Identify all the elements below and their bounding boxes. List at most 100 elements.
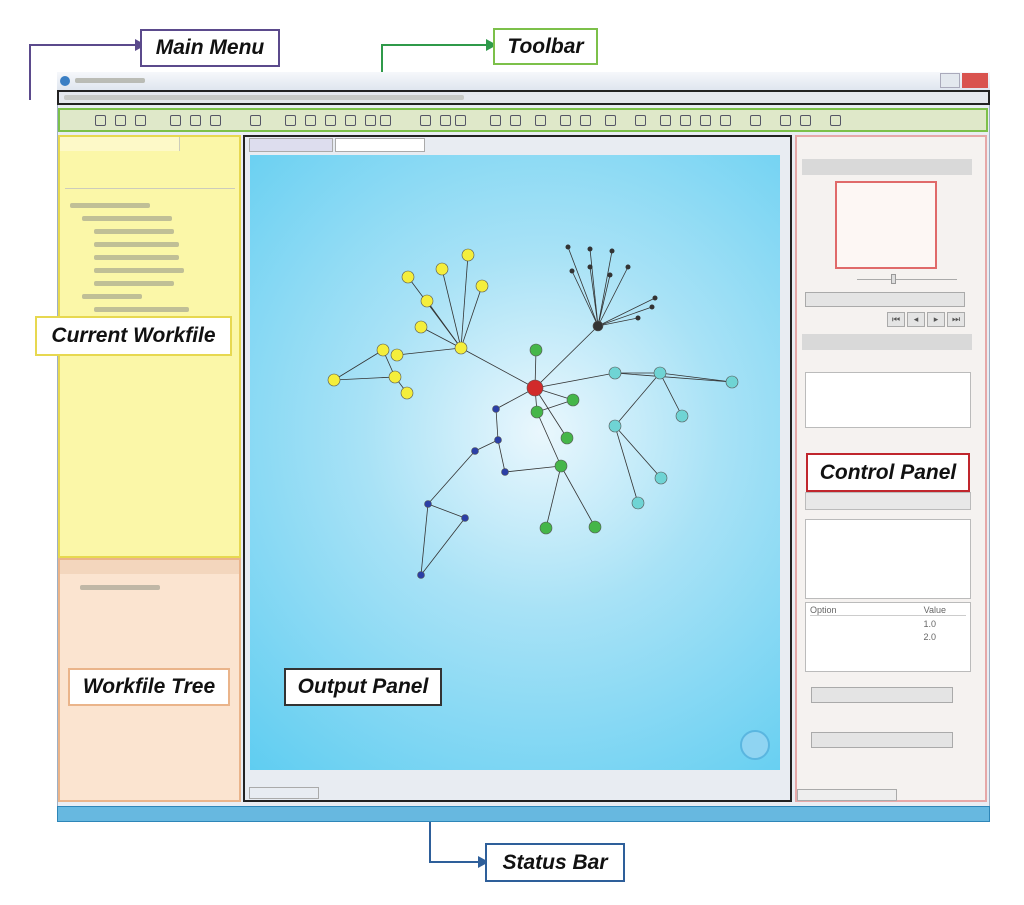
graph-node[interactable] xyxy=(653,366,667,380)
graph-node[interactable] xyxy=(554,459,568,473)
graph-node[interactable] xyxy=(539,521,553,535)
graph-node[interactable] xyxy=(565,244,571,250)
toolbar-button-icon[interactable] xyxy=(720,115,731,126)
toolbar-button-icon[interactable] xyxy=(490,115,501,126)
graph-node[interactable] xyxy=(475,279,489,293)
toolbar-button-icon[interactable] xyxy=(455,115,466,126)
toolbar-button-icon[interactable] xyxy=(210,115,221,126)
graph-node[interactable] xyxy=(390,348,404,362)
tree-item[interactable] xyxy=(94,229,174,234)
graph-node[interactable] xyxy=(569,268,575,274)
tab-output-1[interactable] xyxy=(249,138,333,152)
graph-node[interactable] xyxy=(501,468,509,476)
graph-node[interactable] xyxy=(454,341,468,355)
next-icon[interactable]: ▸ xyxy=(927,312,945,327)
toolbar-button-icon[interactable] xyxy=(780,115,791,126)
tree-item[interactable] xyxy=(70,203,150,208)
graph-node[interactable] xyxy=(388,370,402,384)
arrange-dropdown[interactable] xyxy=(811,732,953,748)
graph-node[interactable] xyxy=(435,262,449,276)
graph-node[interactable] xyxy=(414,320,428,334)
option-value[interactable]: 2.0 xyxy=(923,632,936,642)
tree-item[interactable] xyxy=(94,255,179,260)
last-icon[interactable]: ⏭ xyxy=(947,312,965,327)
graph-node[interactable] xyxy=(654,471,668,485)
option-value[interactable]: 1.0 xyxy=(923,619,936,629)
toolbar-button-icon[interactable] xyxy=(325,115,336,126)
toolbar-button-icon[interactable] xyxy=(420,115,431,126)
graph-node[interactable] xyxy=(649,304,655,310)
tree-item[interactable] xyxy=(94,268,184,273)
prev-icon[interactable]: ◂ xyxy=(907,312,925,327)
graph-node[interactable] xyxy=(327,373,341,387)
graph-node[interactable] xyxy=(376,343,390,357)
graph-node[interactable] xyxy=(400,386,414,400)
graph-node[interactable] xyxy=(560,431,574,445)
maximize-button[interactable] xyxy=(940,73,960,88)
layout-tab[interactable] xyxy=(249,787,319,799)
graph-node[interactable] xyxy=(526,379,544,397)
close-button[interactable] xyxy=(962,73,988,88)
tab-project[interactable] xyxy=(60,137,180,151)
graph-node[interactable] xyxy=(609,248,615,254)
graph-node[interactable] xyxy=(607,272,613,278)
graph-node[interactable] xyxy=(587,246,593,252)
graph-node[interactable] xyxy=(494,436,502,444)
graph-node[interactable] xyxy=(530,405,544,419)
main-menu[interactable] xyxy=(57,90,990,105)
toolbar-button-icon[interactable] xyxy=(750,115,761,126)
toolbar-button-icon[interactable] xyxy=(365,115,376,126)
toolbar-button-icon[interactable] xyxy=(660,115,671,126)
fit-screen-button[interactable] xyxy=(805,292,965,307)
toolbar-button-icon[interactable] xyxy=(830,115,841,126)
graph-node[interactable] xyxy=(417,571,425,579)
graph-node[interactable] xyxy=(471,447,479,455)
tree-item[interactable] xyxy=(94,281,174,286)
control-tabs[interactable] xyxy=(797,789,897,801)
toolbar-button-icon[interactable] xyxy=(170,115,181,126)
first-icon[interactable]: ⏮ xyxy=(887,312,905,327)
toolbar-button-icon[interactable] xyxy=(95,115,106,126)
toolbar-button-icon[interactable] xyxy=(135,115,146,126)
layout-list[interactable] xyxy=(805,519,971,599)
slider-handle[interactable] xyxy=(891,274,896,284)
toolbar-button-icon[interactable] xyxy=(305,115,316,126)
toolbar-button-icon[interactable] xyxy=(285,115,296,126)
graph-node[interactable] xyxy=(461,248,475,262)
graph-node[interactable] xyxy=(492,405,500,413)
toolbar-button-icon[interactable] xyxy=(440,115,451,126)
zoom-control-icon[interactable] xyxy=(740,730,770,760)
graph-node[interactable] xyxy=(461,514,469,522)
toolbar-button-icon[interactable] xyxy=(560,115,571,126)
tab-output-2[interactable] xyxy=(335,138,425,152)
zoom-slider[interactable] xyxy=(857,279,957,280)
graph-node[interactable] xyxy=(635,315,641,321)
graph-node[interactable] xyxy=(625,264,631,270)
initial-coordinates-dropdown[interactable] xyxy=(811,687,953,703)
toolbar-button-icon[interactable] xyxy=(700,115,711,126)
graph-node[interactable] xyxy=(424,500,432,508)
tree-item[interactable] xyxy=(94,307,189,312)
layout-dropdown[interactable] xyxy=(805,492,971,510)
toolbar-button-icon[interactable] xyxy=(380,115,391,126)
graph-node[interactable] xyxy=(420,294,434,308)
graph-node[interactable] xyxy=(587,264,593,270)
graph-node[interactable] xyxy=(401,270,415,284)
toolbar-button-icon[interactable] xyxy=(680,115,691,126)
toolbar-button-icon[interactable] xyxy=(345,115,356,126)
graph-node[interactable] xyxy=(608,419,622,433)
tree-item[interactable] xyxy=(82,216,172,221)
graph-node[interactable] xyxy=(529,343,543,357)
graph-node[interactable] xyxy=(725,375,739,389)
toolbar-button-icon[interactable] xyxy=(250,115,261,126)
tree-item[interactable] xyxy=(82,294,142,299)
graph-node[interactable] xyxy=(592,320,604,332)
graph-node[interactable] xyxy=(566,393,580,407)
toolbar-button-icon[interactable] xyxy=(580,115,591,126)
graph-node[interactable] xyxy=(608,366,622,380)
graph-node[interactable] xyxy=(631,496,645,510)
graph-node[interactable] xyxy=(675,409,689,423)
toolbar-button-icon[interactable] xyxy=(635,115,646,126)
toolbar-button-icon[interactable] xyxy=(190,115,201,126)
toolbar-button-icon[interactable] xyxy=(800,115,811,126)
